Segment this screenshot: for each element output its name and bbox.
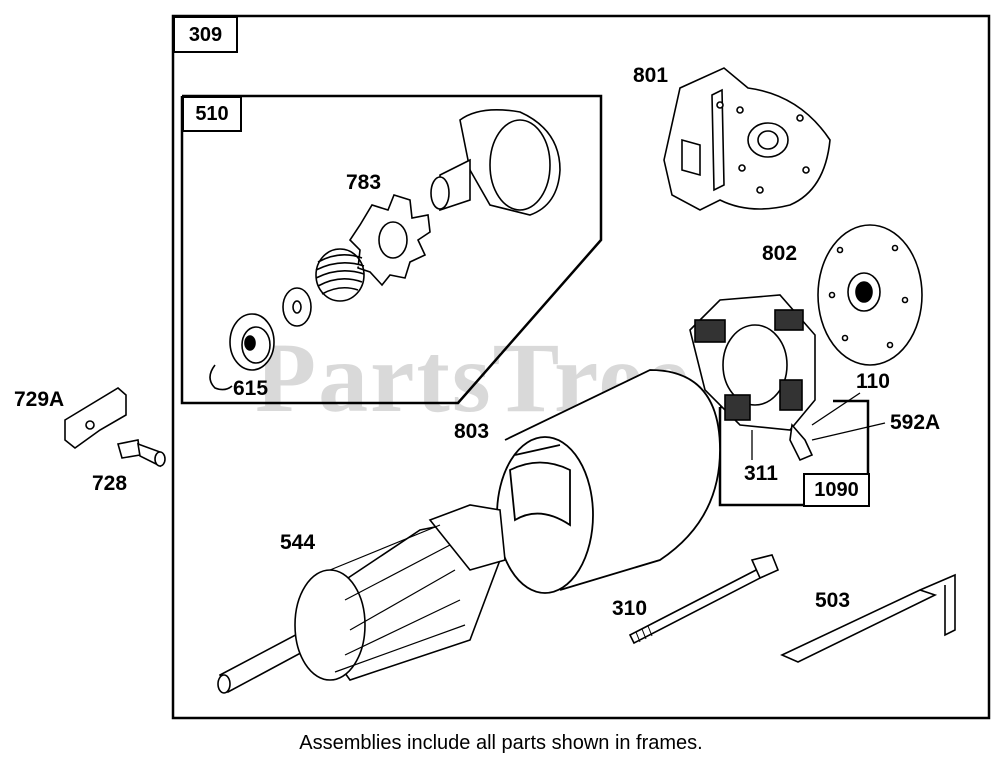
part-label-803: 803 (454, 420, 490, 443)
part-803-housing (496, 369, 721, 594)
part-label-783: 783 (346, 171, 382, 194)
part-label-802: 802 (762, 242, 798, 265)
part-label-615: 615 (233, 377, 269, 400)
part-label-503: 503 (815, 589, 851, 612)
part-801-end-plate (663, 67, 831, 211)
part-310-bolt (628, 554, 780, 645)
part-label-592A: 592A (890, 411, 941, 434)
part-802-cap (817, 224, 923, 366)
frame-label-1090: 1090 (803, 473, 870, 507)
part-label-310: 310 (612, 597, 648, 620)
part-729A-bracket (64, 387, 127, 450)
frame-label-309: 309 (173, 16, 238, 53)
part-544-armature (217, 504, 506, 694)
frame-label-510: 510 (182, 96, 242, 132)
part-label-801: 801 (633, 64, 669, 87)
part-label-729A: 729A (14, 388, 65, 411)
part-label-544: 544 (280, 531, 316, 554)
part-728-screw (116, 439, 166, 468)
part-label-311: 311 (744, 462, 778, 485)
part-brush-holder (689, 294, 816, 462)
part-503-strap (780, 573, 956, 663)
frame-309-border (171, 14, 991, 720)
part-label-110: 110 (856, 370, 890, 393)
footer-note: Assemblies include all parts shown in fr… (299, 732, 703, 754)
part-label-728: 728 (92, 472, 128, 495)
part-783-drive (209, 109, 561, 391)
frame-510-border (180, 94, 603, 405)
